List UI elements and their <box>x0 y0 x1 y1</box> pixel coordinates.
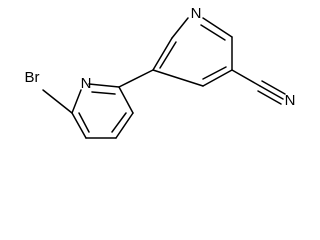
double-bond-c3-c4-inner <box>111 112 127 133</box>
cyanopyridine-ring <box>152 17 233 87</box>
bond-c5-c6r <box>152 37 173 71</box>
double-bond-c5r-c6r-inner <box>159 41 177 69</box>
bond-c5-c6 <box>71 112 87 139</box>
bond-c6r-n1r <box>171 17 189 39</box>
nitrile-nitrogen-label: N <box>285 92 296 109</box>
bond-n1r-c2r <box>202 17 233 38</box>
bond-c6-br <box>42 89 73 114</box>
bond-c6-n1 <box>71 89 82 114</box>
bond-c3r-c4r <box>202 69 233 87</box>
pyridine-a-nitrogen-label: N <box>81 75 92 92</box>
chemical-structure-diagram: Br N N N <box>25 5 296 139</box>
bond-c4r-c5r <box>152 69 204 87</box>
bromopyridine-ring <box>71 83 134 139</box>
triple-bond-line-2 <box>261 80 286 95</box>
bond-c3-c4 <box>115 112 134 139</box>
double-bond-n1r-c2r-inner <box>200 24 226 41</box>
biaryl-bond <box>118 69 154 88</box>
pyridine-b-nitrogen-label: N <box>191 5 202 22</box>
bromine-label: Br <box>25 69 40 86</box>
double-bond-c5-c6-inner <box>78 112 90 133</box>
double-bond-c3r-c4r-inner <box>202 66 227 80</box>
bond-c2-c3 <box>118 86 134 114</box>
double-bond-n1-c2-inner <box>91 91 116 95</box>
triple-bond-line-1 <box>259 85 284 100</box>
bond-n1-c2 <box>88 83 120 88</box>
nitrile-group <box>231 69 286 105</box>
triple-bond-line-3 <box>257 90 282 105</box>
bond-c3r-cn-carbon <box>231 69 261 87</box>
